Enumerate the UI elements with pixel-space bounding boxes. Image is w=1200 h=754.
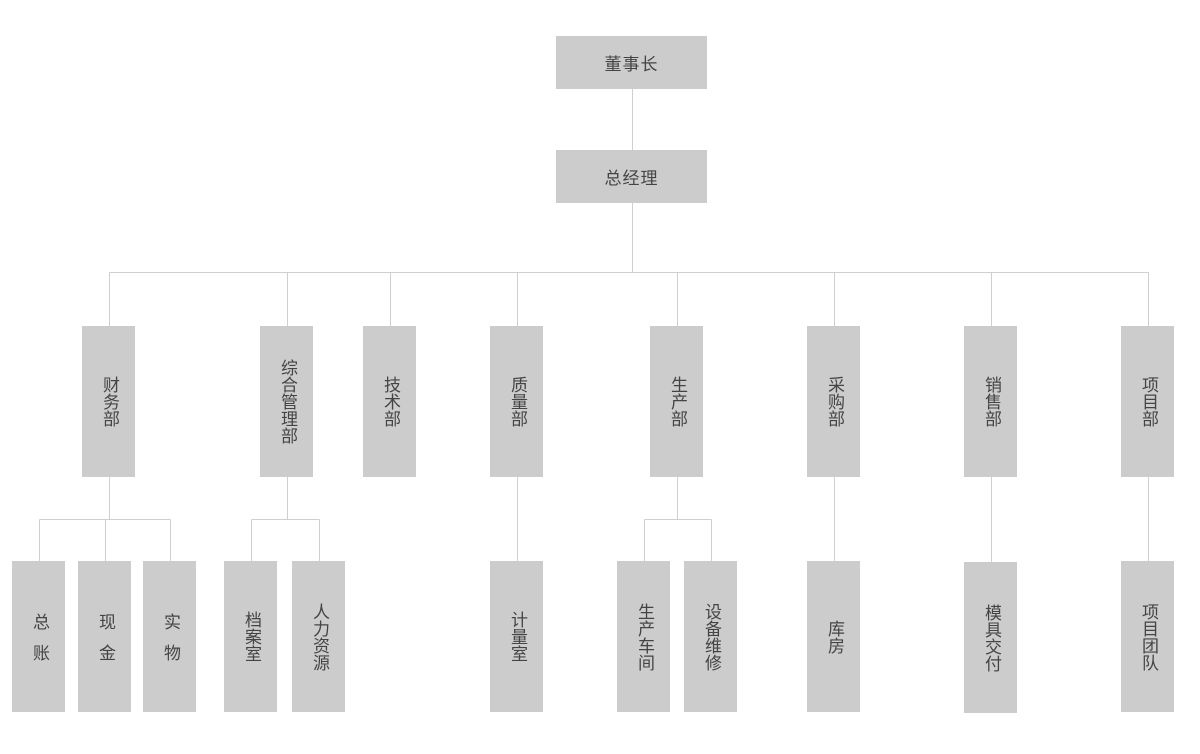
node-label: 项目团队 <box>1138 602 1158 671</box>
node-label: 采购部 <box>824 376 844 427</box>
node-maintenance: 设备维修 <box>684 561 737 712</box>
node-label: 技术部 <box>380 376 400 427</box>
node-mold: 模具交付 <box>964 562 1017 713</box>
node-workshop: 生产车间 <box>617 561 670 712</box>
node-label: 模具交付 <box>981 603 1001 672</box>
node-label: 档案室 <box>241 611 261 662</box>
node-purchase: 采购部 <box>807 326 860 477</box>
node-archive: 档案室 <box>224 561 277 712</box>
node-gm: 总经理 <box>556 150 707 203</box>
node-label: 库房 <box>824 619 844 654</box>
node-production: 生产部 <box>650 326 703 477</box>
node-label: 销售部 <box>981 376 1001 427</box>
node-label: 总账 <box>29 612 49 675</box>
node-label: 项目部 <box>1138 376 1158 427</box>
node-tech: 技术部 <box>363 326 416 477</box>
node-sales: 销售部 <box>964 326 1017 477</box>
node-label: 综合管理部 <box>277 359 297 444</box>
node-label: 计量室 <box>507 611 527 662</box>
node-metrology: 计量室 <box>490 561 543 712</box>
node-label: 董事长 <box>604 55 659 75</box>
node-finance: 财务部 <box>82 326 135 477</box>
node-project: 项目部 <box>1121 326 1174 477</box>
node-label: 人力资源 <box>309 602 329 671</box>
node-chairman: 董事长 <box>556 36 707 89</box>
node-cash: 现金 <box>78 561 131 712</box>
node-quality: 质量部 <box>490 326 543 477</box>
node-label: 财务部 <box>99 376 119 427</box>
node-label: 总经理 <box>604 169 659 189</box>
node-label: 质量部 <box>507 376 527 427</box>
node-warehouse: 库房 <box>807 561 860 712</box>
node-label: 生产部 <box>667 376 687 427</box>
node-ledger: 总账 <box>12 561 65 712</box>
node-label: 现金 <box>95 612 115 675</box>
node-physical: 实物 <box>143 561 196 712</box>
node-team: 项目团队 <box>1121 561 1174 712</box>
node-label: 生产车间 <box>634 602 654 671</box>
node-admin: 综合管理部 <box>260 326 313 477</box>
node-label: 设备维修 <box>701 602 721 671</box>
node-hr: 人力资源 <box>292 561 345 712</box>
node-label: 实物 <box>160 612 180 675</box>
